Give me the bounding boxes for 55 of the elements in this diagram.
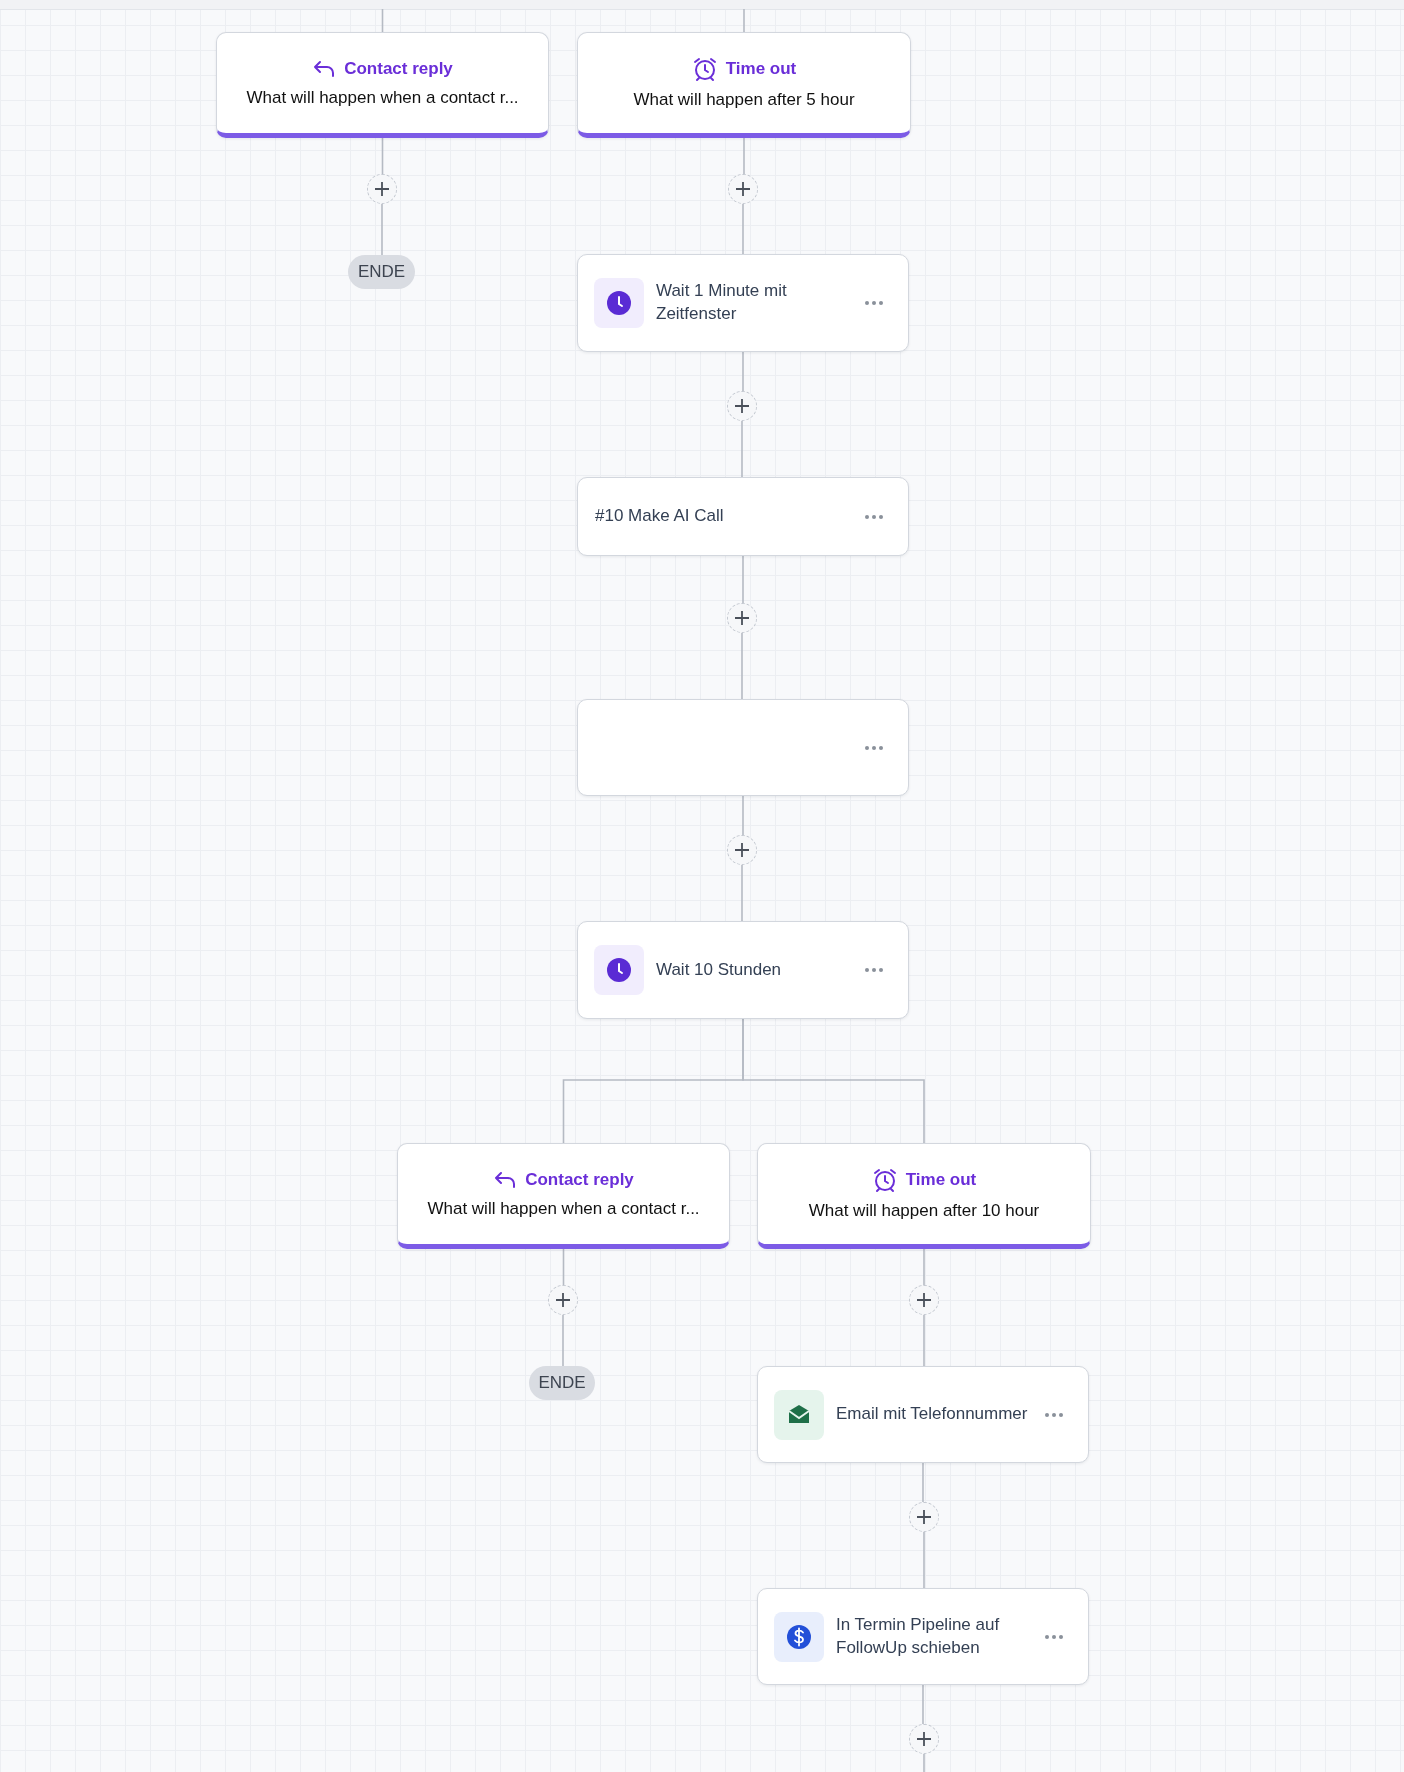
add-step-button: [728, 174, 758, 204]
branch-card: [397, 1143, 730, 1249]
branch-title: Contact reply: [525, 1170, 634, 1190]
connector-line: [923, 1314, 925, 1367]
action-card: [577, 921, 909, 1019]
add-step-button: [727, 835, 757, 865]
connector-line: [742, 795, 744, 836]
branch-title: Time out: [725, 59, 797, 79]
add-step-button: [727, 391, 757, 421]
connector-line: [381, 137, 384, 175]
action-card: [577, 699, 909, 796]
connector-line: [741, 632, 743, 700]
branch-card: [757, 1143, 1091, 1249]
connector-line: [742, 351, 744, 392]
end-badge: ENDE: [529, 1366, 595, 1400]
action-card: [577, 477, 909, 556]
connector-line: [922, 1684, 924, 1725]
connector-line: [742, 555, 744, 604]
connector-line: [562, 1314, 564, 1367]
connector-line: [562, 1248, 565, 1286]
end-badge: ENDE: [348, 255, 415, 289]
add-step-button: [909, 1502, 939, 1532]
connector-line: [742, 203, 744, 255]
action-label: Wait 1 Minute mit Zeitfenster: [656, 280, 788, 325]
connector-line: [922, 1462, 924, 1503]
action-label: #10 Make AI Call: [595, 505, 724, 528]
branch-description: What will happen when a contact r...: [426, 1199, 701, 1219]
add-step-button: [367, 174, 397, 204]
add-step-button: [548, 1285, 578, 1315]
connector-line: [743, 137, 745, 175]
connector-line: [923, 1531, 925, 1589]
action-card: [757, 1366, 1089, 1463]
branch-card: [216, 32, 549, 138]
connector-line: [381, 8, 384, 33]
connector-line: [381, 203, 383, 256]
action-label: Email mit Telefonnummer: [836, 1403, 1028, 1426]
add-step-button: [909, 1285, 939, 1315]
action-label: In Termin Pipeline auf FollowUp schieben: [836, 1613, 1001, 1659]
connector-line: [743, 8, 745, 33]
branch-card: [577, 32, 911, 138]
branch-title: Contact reply: [344, 59, 453, 79]
branch-description: What will happen after 5 hour: [632, 90, 856, 110]
branch-description: What will happen after 10 hour: [807, 1201, 1041, 1221]
connector-line: [923, 1753, 925, 1772]
action-label: Wait 10 Stunden: [656, 958, 782, 981]
action-card: [577, 254, 909, 352]
connector-line: [742, 1018, 925, 1144]
add-step-button: [727, 603, 757, 633]
connector-line: [923, 1248, 925, 1286]
connector-line: [741, 864, 743, 922]
connector-line: [741, 420, 743, 478]
add-step-button: [909, 1724, 939, 1754]
branch-description: What will happen when a contact r...: [245, 88, 520, 108]
branch-title: Time out: [905, 1170, 977, 1190]
action-card: [757, 1588, 1089, 1685]
